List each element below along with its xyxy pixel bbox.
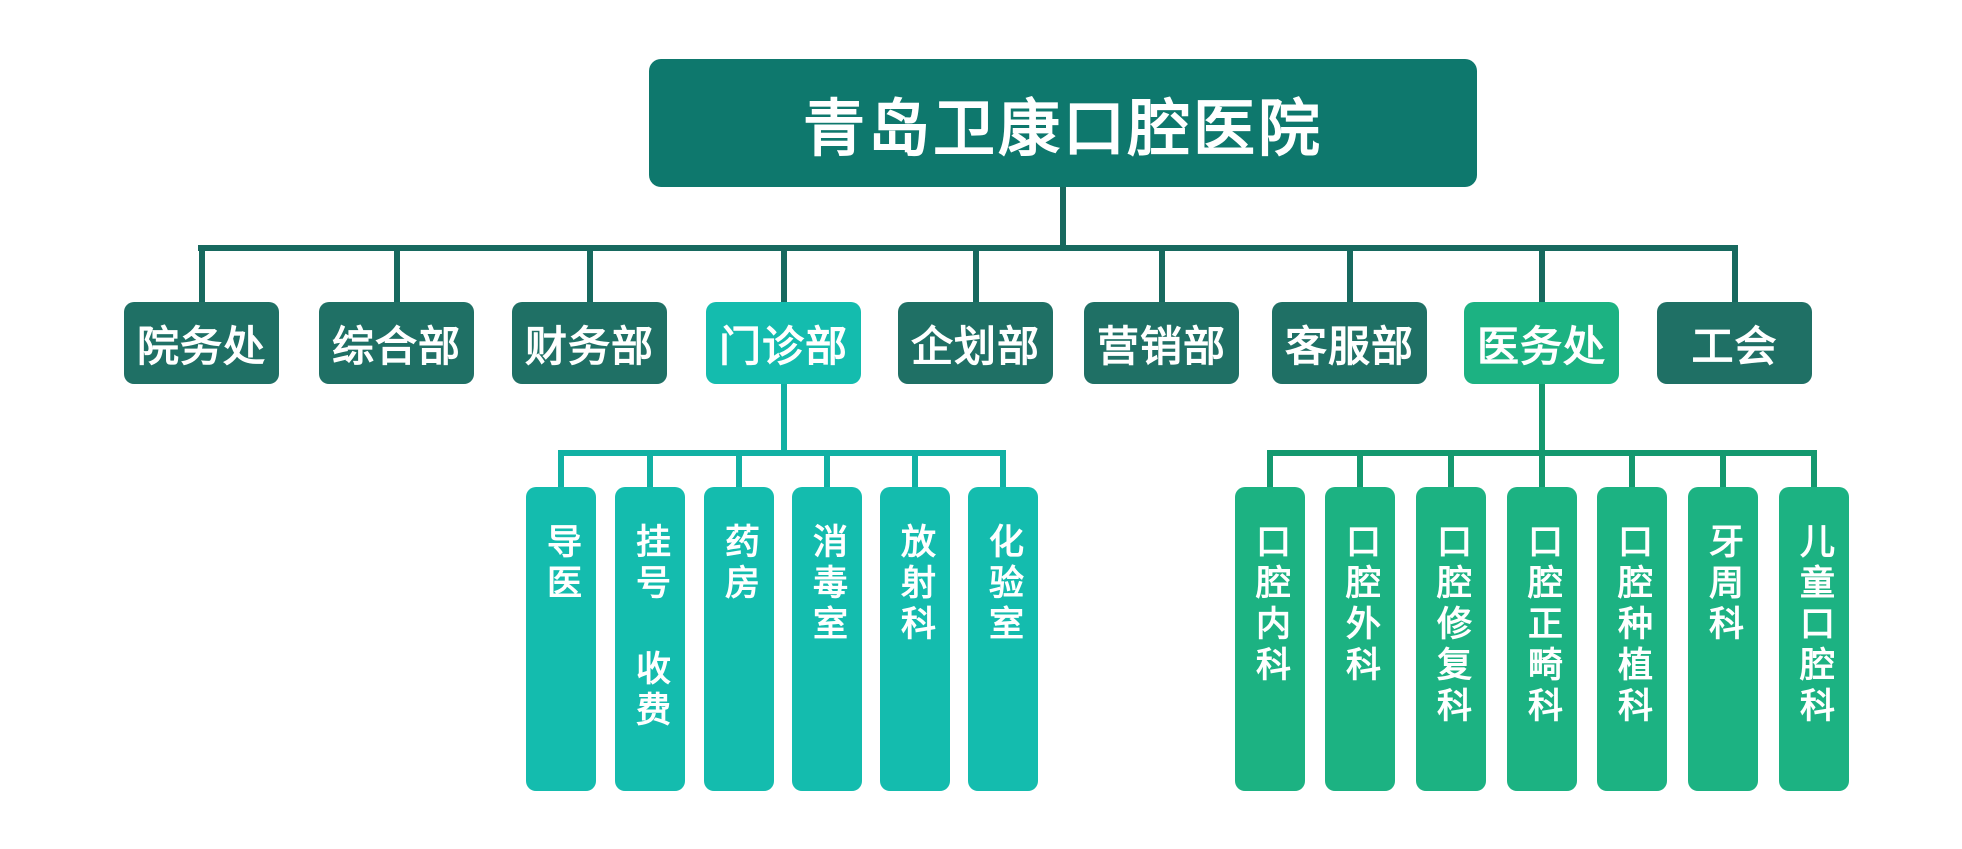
unit-label: 消毒室 [808,523,847,646]
unit-node-huayanshi: 化验室 [968,487,1038,791]
connector-dept-drop [199,245,205,302]
org-root-label: 青岛卫康口腔医院 [802,95,1323,164]
connector-medical-child-drop [1720,450,1726,487]
connector-medical-child-drop [1811,450,1817,487]
unit-label: 药房 [720,523,759,605]
connector-medical-child-drop [1357,450,1363,487]
dept-label: 财务部 [524,322,654,370]
unit-node-ertong-kouqiangke: 儿童口腔科 [1779,487,1849,791]
unit-label: 口腔修复科 [1432,523,1471,728]
org-root-node: 青岛卫康口腔医院 [649,59,1477,187]
connector-outpatient-child-drop [824,450,830,487]
connector-dept-drop [1347,245,1353,302]
unit-node-yazhouke: 牙周科 [1688,487,1758,791]
connector-dept-drop [781,245,787,302]
unit-label: 化验室 [984,523,1023,646]
connector-dept-drop [1159,245,1165,302]
connector-outpatient-child-drop [558,450,564,487]
unit-label: 口腔内科 [1251,523,1290,687]
unit-node-kouqiang-waike: 口腔外科 [1325,487,1395,791]
dept-node-menzhenbu: 门诊部 [706,302,861,384]
dept-label: 门诊部 [718,322,848,370]
unit-label: 儿童口腔科 [1795,523,1834,728]
dept-label: 综合部 [331,322,461,370]
connector-outpatient-child-drop [647,450,653,487]
unit-node-guahao-shoufei: 挂号 收费 [615,487,685,791]
connector-medical-child-drop [1539,450,1545,487]
dept-node-kefubu: 客服部 [1272,302,1427,384]
connector-dept-drop [394,245,400,302]
connector-outpatient-child-drop [736,450,742,487]
dept-label: 医务处 [1476,322,1606,370]
unit-node-kouqiang-xiufuke: 口腔修复科 [1416,487,1486,791]
connector-medical-drop [1539,384,1545,456]
unit-label: 导医 [542,523,581,605]
dept-label: 工会 [1691,322,1778,370]
unit-label: 口腔正畸科 [1523,523,1562,728]
connector-dept-drop [973,245,979,302]
connector-root-drop [1060,187,1066,245]
dept-label: 院务处 [136,322,266,370]
unit-label: 放射科 [896,523,935,646]
connector-outpatient-drop [781,384,787,456]
connector-dept-drop [1539,245,1545,302]
dept-label: 客服部 [1284,322,1414,370]
dept-node-qihuabu: 企划部 [898,302,1053,384]
connector-outpatient-bus [558,450,1006,456]
unit-node-kouqiang-zhengjike: 口腔正畸科 [1507,487,1577,791]
unit-node-daoyi: 导医 [526,487,596,791]
dept-node-yiwuchu: 医务处 [1464,302,1619,384]
connector-dept-drop [587,245,593,302]
unit-node-kouqiang-zhongzhike: 口腔种植科 [1597,487,1667,791]
dept-node-caiwubu: 财务部 [512,302,667,384]
unit-label: 口腔种植科 [1613,523,1652,728]
connector-medical-child-drop [1629,450,1635,487]
unit-label: 牙周科 [1704,523,1743,646]
unit-label: 挂号 收费 [631,523,670,732]
connector-outpatient-child-drop [912,450,918,487]
dept-node-yuanwuchu: 院务处 [124,302,279,384]
unit-label: 口腔外科 [1341,523,1380,687]
connector-main-bus [198,245,1738,251]
dept-label: 营销部 [1096,322,1226,370]
unit-node-xiaodushi: 消毒室 [792,487,862,791]
unit-node-kouqiang-neike: 口腔内科 [1235,487,1305,791]
unit-node-yaofang: 药房 [704,487,774,791]
connector-dept-drop [1732,245,1738,302]
unit-node-fangsheke: 放射科 [880,487,950,791]
connector-outpatient-child-drop [1000,450,1006,487]
connector-medical-child-drop [1267,450,1273,487]
dept-node-zonghebu: 综合部 [319,302,474,384]
dept-node-yingxiaobu: 营销部 [1084,302,1239,384]
connector-medical-child-drop [1448,450,1454,487]
dept-node-gonghui: 工会 [1657,302,1812,384]
dept-label: 企划部 [910,322,1040,370]
